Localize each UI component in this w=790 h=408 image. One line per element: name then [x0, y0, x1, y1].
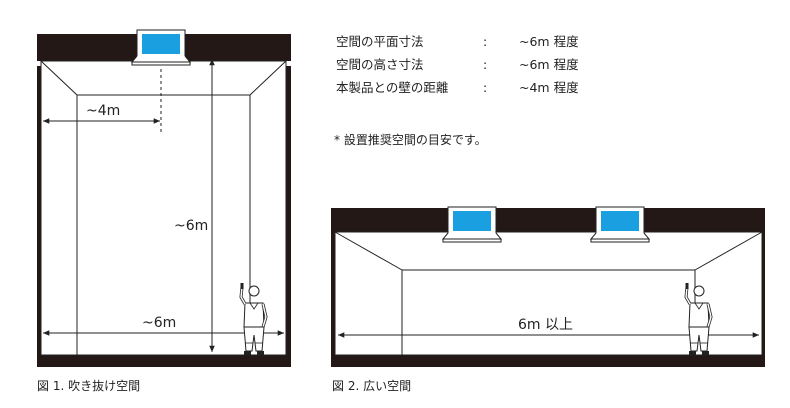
spec-row: 本製品との壁の距離 : ~4m 程度 — [336, 76, 579, 99]
figure-2-caption: 図 2. 広い空間 — [332, 379, 412, 393]
air-purifier-unit-icon-right — [590, 206, 650, 243]
spec-list: 空間の平面寸法 : ~6m 程度 空間の高さ寸法 : ~6m 程度 本製品との壁… — [336, 30, 579, 99]
spec-label: 空間の高さ寸法 — [336, 57, 424, 72]
spec-label: 空間の平面寸法 — [336, 34, 424, 49]
footnote: * 設置推奨空間の目安です。 — [334, 133, 487, 147]
spec-value: ~4m 程度 — [519, 80, 579, 95]
spec-label: 本製品との壁の距離 — [336, 80, 449, 95]
spec-colon: : — [483, 34, 488, 49]
spec-row: 空間の高さ寸法 : ~6m 程度 — [336, 53, 579, 76]
spec-value: ~6m 程度 — [519, 34, 579, 49]
spec-value: ~6m 程度 — [519, 57, 579, 72]
spec-row: 空間の平面寸法 : ~6m 程度 — [336, 30, 579, 53]
dim-label-4m: ~4m — [86, 103, 120, 119]
figure-1-caption: 図 1. 吹き抜け空間 — [37, 379, 141, 393]
spec-colon: : — [483, 57, 488, 72]
air-purifier-unit-icon — [131, 29, 191, 66]
dim-label-6m-plus: 6m 以上 — [518, 317, 573, 333]
air-purifier-unit-icon-left — [442, 206, 502, 243]
dim-label-width: ~6m — [142, 315, 176, 331]
figure-2-room: 6m 以上 — [331, 206, 765, 367]
dim-label-height: ~6m — [174, 218, 208, 234]
spec-colon: : — [483, 80, 488, 95]
figure-1-room: ~4m ~6m ~6m — [37, 29, 291, 367]
